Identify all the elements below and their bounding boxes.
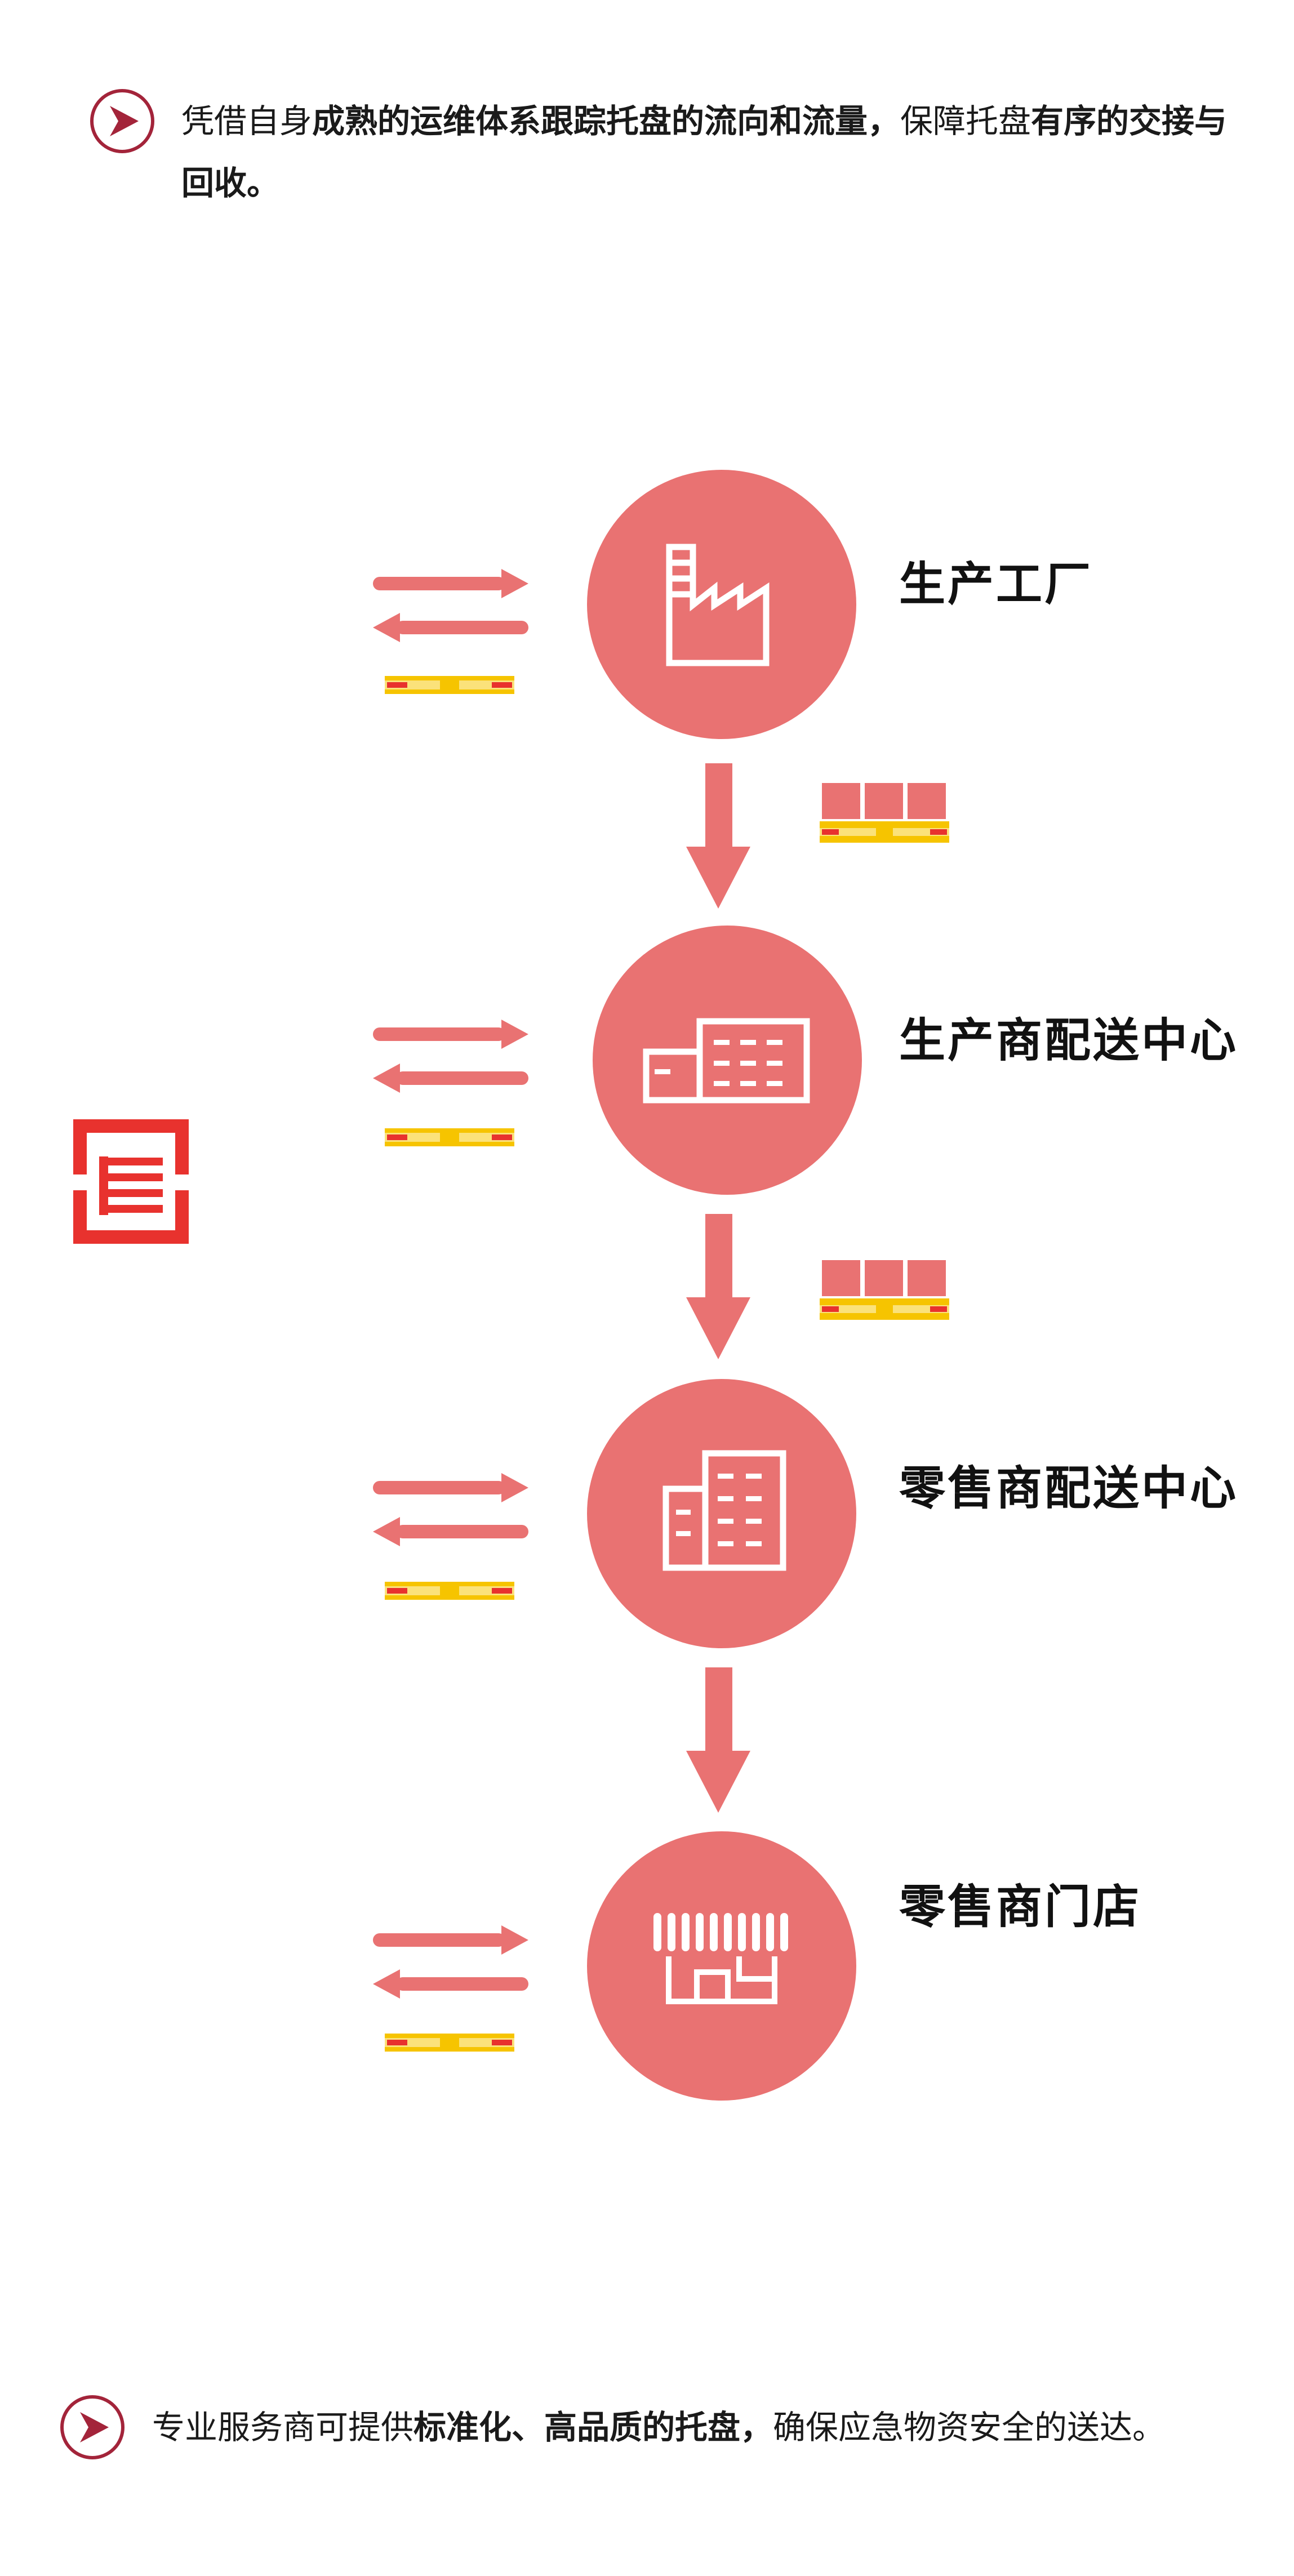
node-label-retailer-dc: 零售商配送中心 — [899, 1462, 1239, 1515]
intro-text-bold-2: 有序的交接与回收。 — [181, 102, 1228, 202]
storefront-icon — [653, 1913, 788, 2004]
empty-pallet-icon — [385, 1128, 514, 1146]
flow-arrow-down-icon — [686, 1214, 750, 1359]
loaded-pallet-icon — [820, 1260, 949, 1320]
node-label-retail-store: 零售商门店 — [899, 1880, 1142, 1934]
outro-text-normal-2: 确保应急物资安全的送达。 — [773, 2408, 1166, 2446]
exchange-arrows-icon — [373, 1020, 528, 1093]
intro-text-normal-1: 凭借自身 — [181, 102, 313, 140]
node-retail-store — [587, 1831, 856, 2101]
node-label-factory: 生产工厂 — [899, 558, 1093, 611]
outro-text-normal-1: 专业服务商可提供 — [152, 2408, 414, 2446]
chevron-right-circle-icon — [60, 2395, 124, 2459]
loscam-logo-icon — [73, 1119, 189, 1244]
flow-arrow-down-icon — [686, 1667, 750, 1813]
node-label-manufacturer-dc: 生产商配送中心 — [899, 1014, 1239, 1067]
node-factory — [587, 470, 856, 739]
exchange-arrows-icon — [373, 1473, 528, 1546]
intro-text-normal-2: 保障托盘 — [900, 102, 1031, 140]
outro-text: 专业服务商可提供标准化、高品质的托盘，确保应急物资安全的送达。 — [152, 2396, 1273, 2458]
factory-icon — [666, 544, 770, 666]
chevron-right-circle-icon — [90, 89, 154, 153]
intro-text-bold-1: 成熟的运维体系跟踪托盘的流向和流量， — [312, 102, 901, 140]
empty-pallet-icon — [385, 2034, 514, 2052]
intro-text: 凭借自身成熟的运维体系跟踪托盘的流向和流量，保障托盘有序的交接与回收。 — [181, 90, 1229, 214]
flow-arrow-down-icon — [686, 763, 750, 909]
empty-pallet-icon — [385, 1582, 514, 1600]
node-manufacturer-dc — [593, 926, 862, 1195]
exchange-arrows-icon — [373, 569, 528, 642]
outro-text-bold: 标准化、高品质的托盘， — [413, 2408, 773, 2446]
office-building-icon — [662, 1450, 786, 1571]
loaded-pallet-icon — [820, 783, 949, 843]
distribution-center-icon — [643, 1018, 810, 1104]
empty-pallet-icon — [385, 676, 514, 694]
exchange-arrows-icon — [373, 1925, 528, 1999]
node-retailer-dc — [587, 1379, 856, 1648]
